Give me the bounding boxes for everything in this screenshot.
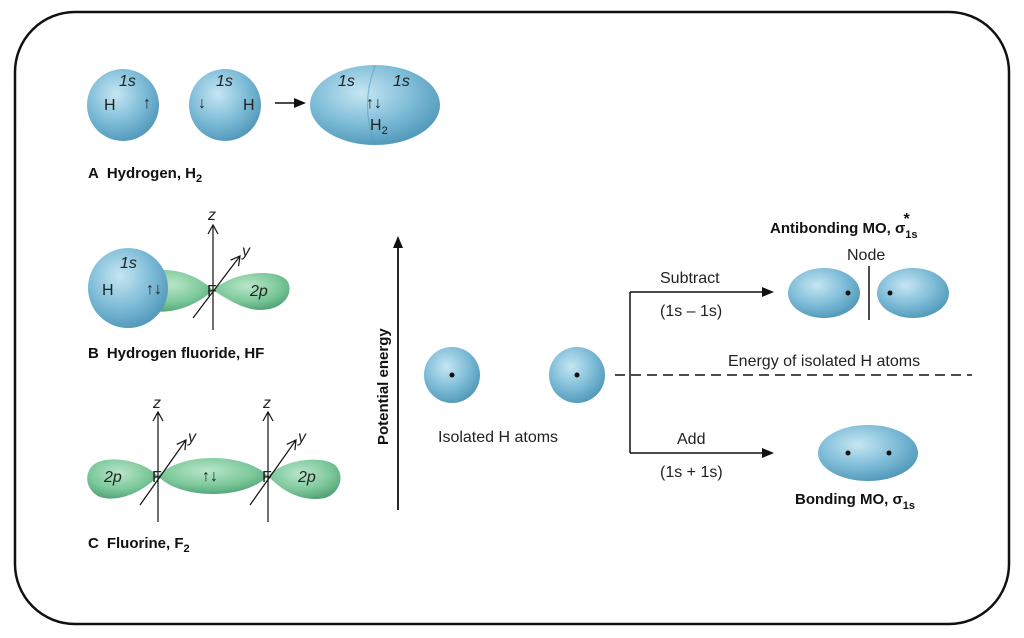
subtract-expression: (1s – 1s) xyxy=(660,303,722,320)
add-expression: (1s + 1s) xyxy=(660,464,723,481)
antibonding-lobe-right xyxy=(877,268,949,318)
molecule-symbol: H2 xyxy=(370,117,388,137)
bonding-nucleus-1 xyxy=(845,450,851,456)
subtract-label: Subtract xyxy=(660,270,720,287)
nucleus-2 xyxy=(574,372,580,378)
p-lobe-left-outer xyxy=(87,459,158,499)
node-label: Node xyxy=(847,247,885,264)
middle-spins: ↑↓ xyxy=(202,468,218,485)
atom1-symbol: H xyxy=(104,97,116,114)
spins: ↑↓ xyxy=(146,281,162,298)
antibonding-lobe-left xyxy=(788,268,860,318)
molecule-orbital-right: 1s xyxy=(393,73,410,90)
axis-z-label: z xyxy=(207,207,216,224)
p-lobe-right xyxy=(213,272,290,310)
nucleus-1 xyxy=(449,372,455,378)
atom2-spin: ↓ xyxy=(198,95,206,112)
add-label: Add xyxy=(677,431,705,448)
p-lobe-right-outer xyxy=(268,459,341,500)
bonding-orbital xyxy=(818,425,918,481)
atom2-orbital: 1s xyxy=(216,73,233,90)
molecule-orbital-left: 1s xyxy=(338,73,355,90)
h-atom-2 xyxy=(189,69,261,141)
y-axis xyxy=(192,255,241,319)
outer-frame xyxy=(13,10,1011,626)
right-p-label: 2p xyxy=(297,469,316,486)
atom1-orbital: 1s xyxy=(119,73,136,90)
h2-molecule xyxy=(310,65,440,145)
isolated-atoms-label: Isolated H atoms xyxy=(438,429,558,446)
left-axis-z: z xyxy=(152,395,161,412)
energy-line-label: Energy of isolated H atoms xyxy=(728,353,920,370)
antibonding-nucleus-1 xyxy=(845,290,851,296)
energy-diagram: Potential energy Isolated H atoms Energy… xyxy=(375,211,972,512)
left-p-label: 2p xyxy=(103,469,122,486)
p-lobe-middle xyxy=(158,458,268,494)
atom2-symbol: H xyxy=(243,97,255,114)
antibonding-nucleus-2 xyxy=(887,290,893,296)
atom1-spin: ↑ xyxy=(143,95,151,112)
axis-y-label: y xyxy=(241,243,251,260)
h-symbol: H xyxy=(102,282,114,299)
left-axis-y: y xyxy=(187,429,197,446)
f-symbol: F xyxy=(207,283,217,300)
bonding-nucleus-2 xyxy=(886,450,892,456)
f-left: F xyxy=(152,469,162,486)
h-orbital-label: 1s xyxy=(120,255,137,272)
h-atom xyxy=(88,248,168,328)
right-y-axis xyxy=(249,438,297,506)
antibonding-label: Antibonding MO, σ1s* xyxy=(770,211,917,241)
potential-energy-label: Potential energy xyxy=(375,328,392,445)
h-atom-1 xyxy=(87,69,159,141)
right-axis-z: z xyxy=(262,395,271,412)
f-right: F xyxy=(262,469,272,486)
bonding-label: Bonding MO, σ1s xyxy=(795,491,915,512)
left-y-axis xyxy=(139,438,187,506)
p-orbital-label: 2p xyxy=(249,283,268,300)
right-axis-y: y xyxy=(297,429,307,446)
molecule-spins: ↑↓ xyxy=(366,95,382,112)
